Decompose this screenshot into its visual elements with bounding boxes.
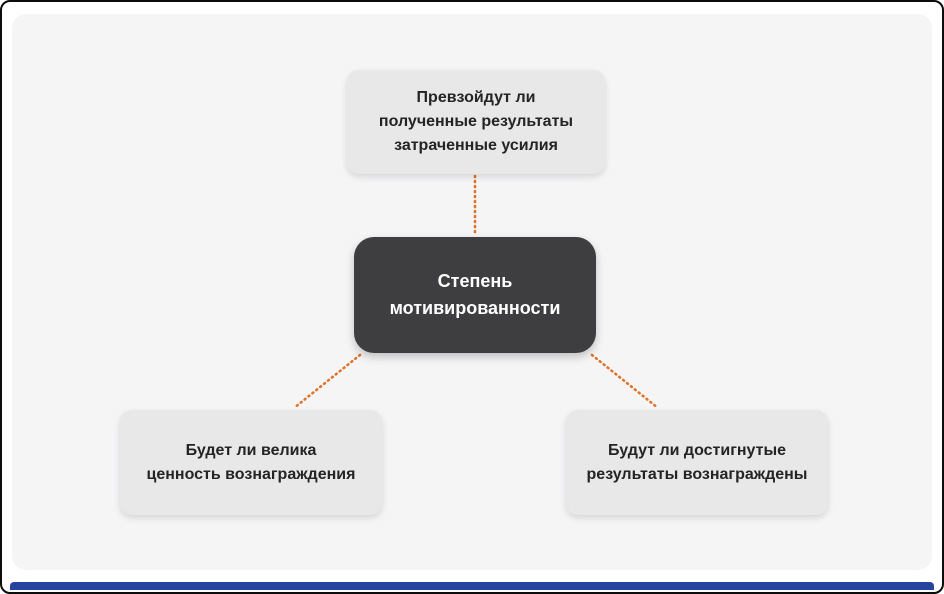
node-question-bottom-right: Будут ли достигнутые результаты вознагра… xyxy=(566,410,828,515)
node-label-line: затраченные усилия xyxy=(394,137,558,154)
node-question-top: Превзойдут ли полученные результаты затр… xyxy=(347,70,605,174)
node-label-line: ценность вознаграждения xyxy=(146,465,356,483)
node-label-line: Превзойдут ли xyxy=(416,89,536,106)
node-label-line: полученные результаты xyxy=(378,113,574,130)
node-label-line: результаты вознаграждены xyxy=(586,465,808,483)
node-question-bottom-left: Будет ли велика ценность вознаграждения xyxy=(120,410,382,515)
node-label-line: Будут ли достигнутые xyxy=(607,441,787,459)
node-center-motivation: Степень мотивированности xyxy=(354,237,596,353)
bottom-accent-bar xyxy=(10,582,934,590)
node-label-line: мотивированности xyxy=(389,298,561,318)
node-label-line: Степень xyxy=(437,271,513,291)
node-label-line: Будет ли велика xyxy=(185,441,317,459)
